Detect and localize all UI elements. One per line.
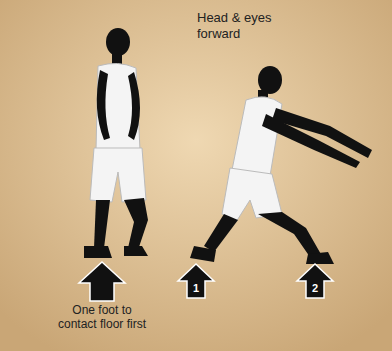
player-right [190, 66, 372, 264]
caption-text: One foot to contact floor first [54, 303, 150, 332]
player-left [84, 28, 148, 258]
callout-number: 2 [306, 282, 324, 295]
note-text: Head & eyes forward [197, 10, 289, 41]
arrow-step-1 [178, 264, 214, 298]
arrow-large [79, 262, 125, 301]
arrow-step-2 [297, 264, 333, 298]
callout-number: 1 [187, 282, 205, 295]
